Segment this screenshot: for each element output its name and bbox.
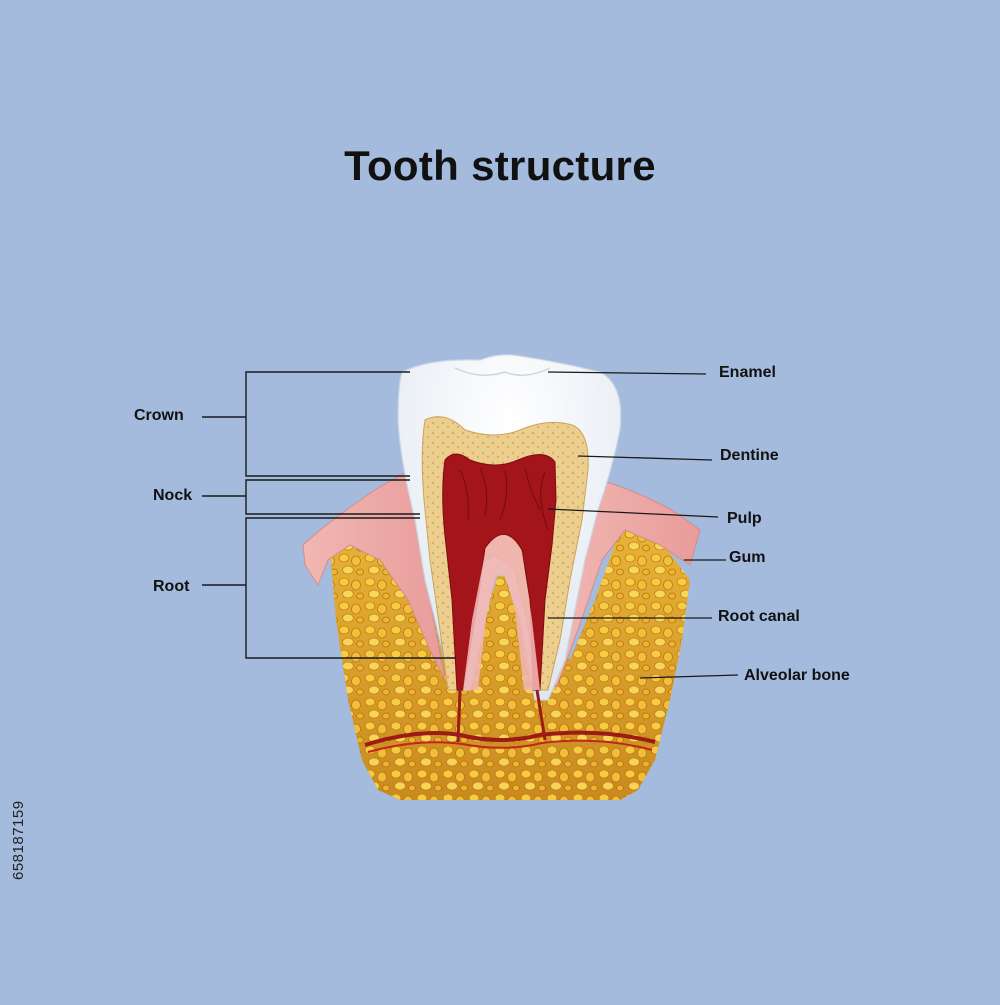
pulp-vessels (459, 467, 549, 531)
label-pulp: Pulp (727, 510, 762, 527)
label-nock: Nock (153, 487, 193, 504)
base-blood-vessel (364, 730, 656, 747)
label-dentine: Dentine (720, 447, 779, 464)
gum-left (302, 469, 446, 681)
diagram-title: Tooth structure (344, 142, 656, 189)
label-enamel: Enamel (719, 364, 776, 381)
enamel-crown-ridges (454, 367, 551, 376)
base-blood-vessel-2 (367, 739, 653, 753)
label-root-canal: Root canal (718, 608, 800, 625)
left-brackets (202, 371, 456, 659)
canal-vessel-left (456, 689, 462, 743)
label-crown: Crown (134, 407, 184, 424)
canal-vessel-right (535, 689, 547, 741)
side-image-id: 658187159 (10, 800, 27, 880)
label-alveolar-bone: Alveolar bone (744, 667, 850, 684)
pulp-inner-root-area (463, 534, 540, 690)
label-root: Root (153, 578, 190, 595)
label-gum: Gum (729, 549, 766, 566)
right-leaders (547, 371, 739, 679)
